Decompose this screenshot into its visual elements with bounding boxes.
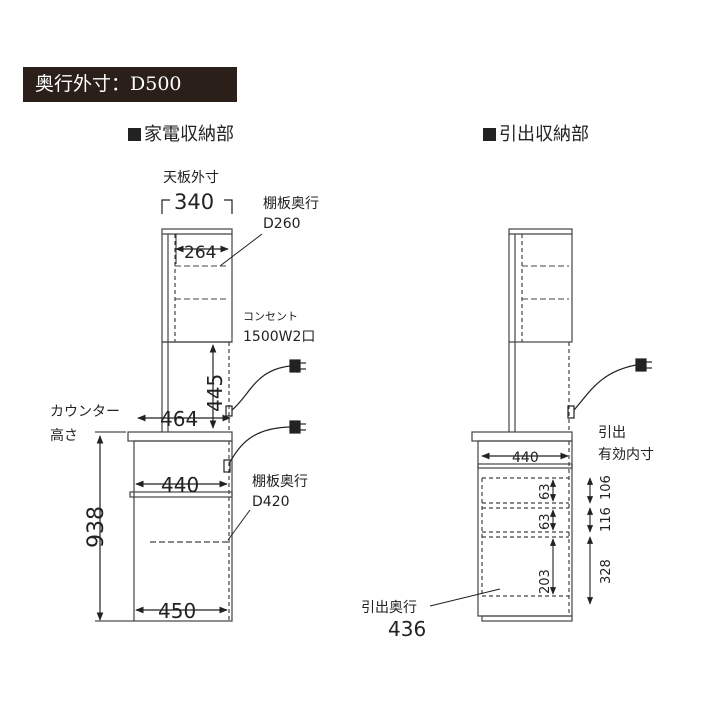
lower-slide-shelf [129,491,233,498]
counter-label-2: 高さ [50,427,78,444]
left-cabinet [127,228,233,622]
counter-label-1: カウンター [50,404,120,420]
plug-icon [567,358,652,419]
plug-icon [225,359,306,417]
shelf-top-depth: D260 [263,216,301,232]
shelf-lower-label: 棚板奥行 [252,473,308,490]
opening-depth-value: 464 [160,407,198,431]
pitch2-value: 116 [599,507,614,532]
right-upper-shelves [522,265,569,300]
right-cabinet [471,228,573,622]
dim-top-width [161,199,233,214]
pitch1-value: 106 [599,475,614,500]
top-width-label: 天板外寸 [163,170,219,186]
inner-top-value: 264 [184,243,216,263]
drawer-depth-label: 引出奥行 [361,599,417,616]
right-lower-cabinet [477,440,573,617]
plug-icon [223,420,306,473]
square-bullet-icon [483,128,496,141]
right-heading-text: 引出収納部 [499,124,589,145]
top-width-value: 340 [174,190,214,214]
lower-inner-value: 440 [161,473,199,497]
drawer1-height: 63 [538,483,553,500]
effective-label-2: 有効内寸 [598,447,654,463]
right-section-heading: 引出収納部 [483,120,589,146]
drawer-depth-value: 436 [388,617,426,641]
outlet-label: コンセント [243,310,298,323]
outlet-spec: 1500W2口 [243,329,315,345]
counter-height-value: 938 [84,506,109,548]
leader-line [429,588,501,607]
lower-cabinet-outline [133,440,233,622]
leader-line [227,509,251,541]
bottom-depth-value: 450 [158,599,196,623]
left-section-heading: 家電収納部 [128,120,234,146]
right-counter-top [471,431,573,442]
left-heading-text: 家電収納部 [144,124,234,145]
upper-shelves [175,265,229,300]
drawer2-height: 63 [538,513,553,530]
drawer-width-value: 440 [512,450,539,466]
counter-top [127,431,233,442]
leader-line [219,233,263,267]
shelf-top-label: 棚板奥行 [263,195,319,212]
square-bullet-icon [128,128,141,141]
right-upper-hutch [508,228,573,343]
shelf-lower-depth: D420 [252,494,290,510]
page-title: 奥行外寸：D500 [23,67,237,102]
opening-height-value: 445 [203,374,227,412]
pitch3-value: 328 [599,559,614,584]
effective-label-1: 引出 [598,425,626,441]
drawer3-height: 203 [538,569,553,594]
